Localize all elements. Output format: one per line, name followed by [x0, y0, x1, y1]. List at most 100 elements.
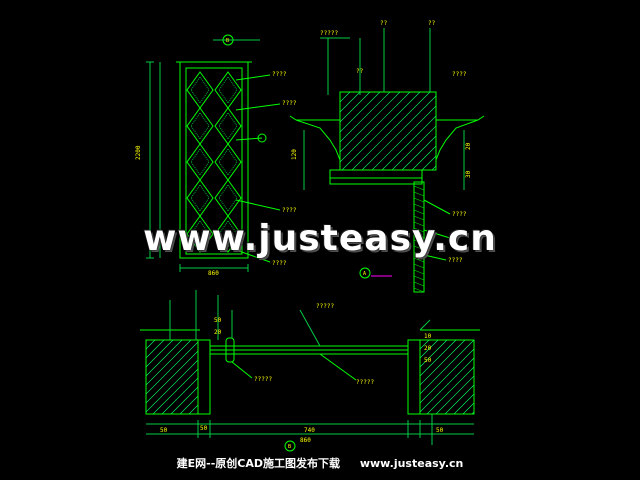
- plan-section: [140, 290, 480, 452]
- wall-hatch: [339, 91, 437, 171]
- hatch-line: [471, 411, 475, 415]
- leaf-texture: [413, 233, 425, 239]
- plan-dim-right-4: 50: [200, 425, 208, 432]
- section-marker-b: [284, 440, 296, 452]
- leader-2: [235, 103, 281, 111]
- plan-callout-2: ?????: [254, 376, 272, 383]
- right-jamb: [407, 339, 421, 415]
- leaf-texture: [413, 215, 425, 221]
- watermark-text: www.justeasy.cn: [143, 218, 497, 259]
- left-jamb: [197, 339, 211, 415]
- footer-caption: 建E网--原创CAD施工图发布下载 www.justeasy.cn: [0, 455, 640, 471]
- hatch-line: [419, 357, 475, 413]
- plan-dim-right-1: 10: [424, 333, 432, 340]
- plan-dim-bottom-2: 740: [304, 427, 315, 434]
- hatch-line: [462, 402, 475, 415]
- jamb-dim-3: 30: [465, 170, 472, 178]
- hatch-line: [371, 105, 437, 171]
- hatch-line: [145, 339, 165, 359]
- diamond-inner: [218, 112, 238, 140]
- jamb-callout-6: ????: [452, 211, 467, 218]
- jamb-callout-7: ????: [448, 257, 463, 264]
- hatch-line: [161, 377, 199, 415]
- jamb-dim-1: 120: [291, 149, 298, 160]
- plan-texts: 50 20 50 740 50 860 10 20 50 50 ????? ??…: [160, 303, 444, 450]
- diamond-inner: [190, 184, 210, 212]
- door-elevation: [146, 34, 281, 272]
- elev-callout-3: ????: [282, 207, 297, 214]
- leaf-texture: [413, 191, 425, 197]
- hatch-line: [381, 115, 437, 171]
- hatch-line: [188, 404, 199, 415]
- hatch-line: [391, 125, 437, 171]
- hatch-line: [421, 155, 437, 171]
- jamb-marker-label: A: [363, 271, 366, 277]
- hatch-line: [419, 339, 448, 368]
- leader-4: [235, 199, 281, 211]
- hatch-line: [179, 395, 199, 415]
- leaf-texture: [413, 227, 425, 233]
- elev-width-label: 860: [208, 270, 219, 277]
- leader-5: [235, 249, 271, 263]
- hatch-line: [419, 339, 430, 350]
- elevation-texts: 2200 860 B ???? ???? ???? ????: [135, 38, 297, 277]
- hatch-line: [145, 350, 199, 404]
- leaf-texture: [413, 287, 425, 293]
- diamond-inner: [218, 148, 238, 176]
- diamond-inner: [190, 112, 210, 140]
- hatch-line: [453, 393, 475, 415]
- door-handle: [225, 337, 235, 363]
- diamond-inner: [190, 148, 210, 176]
- hatch-line: [145, 339, 174, 368]
- jamb-callout-2: ??: [356, 68, 364, 75]
- leaf-texture: [413, 209, 425, 215]
- hatch-line: [411, 145, 437, 171]
- leaf-texture: [413, 269, 425, 275]
- leaf-texture: [413, 251, 425, 257]
- plan-marker-label: B: [288, 444, 291, 450]
- hatch-line: [419, 339, 457, 377]
- jamb-section: [289, 28, 485, 293]
- hatch-line: [419, 339, 439, 359]
- jamb-dim-2: 20: [465, 142, 472, 150]
- hatch-line: [145, 359, 199, 413]
- hatch-line: [339, 91, 361, 113]
- plan-dim-bottom-3: 50: [436, 427, 444, 434]
- plan-callout-1: ?????: [316, 303, 334, 310]
- jamb-callout-4: ??: [428, 20, 436, 27]
- hatch-line: [339, 91, 391, 143]
- leaf-texture: [413, 185, 425, 191]
- hatch-line: [351, 91, 431, 171]
- diamond-inner: [218, 76, 238, 104]
- hatch-line: [419, 339, 466, 386]
- leaf-texture: [413, 221, 425, 227]
- hatch-line: [444, 384, 475, 415]
- hatch-line: [341, 91, 421, 171]
- plan-dim-right-3: 50: [424, 357, 432, 364]
- leaf-texture: [413, 281, 425, 287]
- hatch-line: [145, 339, 183, 377]
- diamond-panels: [186, 71, 242, 253]
- hatch-line: [361, 95, 437, 171]
- hatch-line: [435, 375, 475, 415]
- elev-callout-1: ????: [272, 71, 287, 78]
- hatch-line: [431, 165, 437, 171]
- elev-height-label: 2200: [135, 145, 142, 160]
- leaf-texture: [413, 239, 425, 245]
- door-leaf: [185, 67, 243, 255]
- leaf-texture: [413, 263, 425, 269]
- elev-marker-label: B: [226, 38, 229, 44]
- plan-callout-3: ?????: [356, 379, 374, 386]
- diamond-inner: [218, 220, 238, 248]
- plan-dim-right-2: 20: [424, 345, 432, 352]
- plan-dim-top-1: 50: [214, 317, 222, 324]
- hatch-line: [339, 91, 381, 133]
- hatch-line: [426, 366, 475, 415]
- plan-dim-top-2: 20: [214, 329, 222, 336]
- leaf-texture: [413, 245, 425, 251]
- hatch-line: [419, 348, 475, 404]
- elev-callout-4: ????: [272, 260, 287, 267]
- hatch-line: [145, 339, 192, 386]
- section-marker-a: [359, 267, 371, 279]
